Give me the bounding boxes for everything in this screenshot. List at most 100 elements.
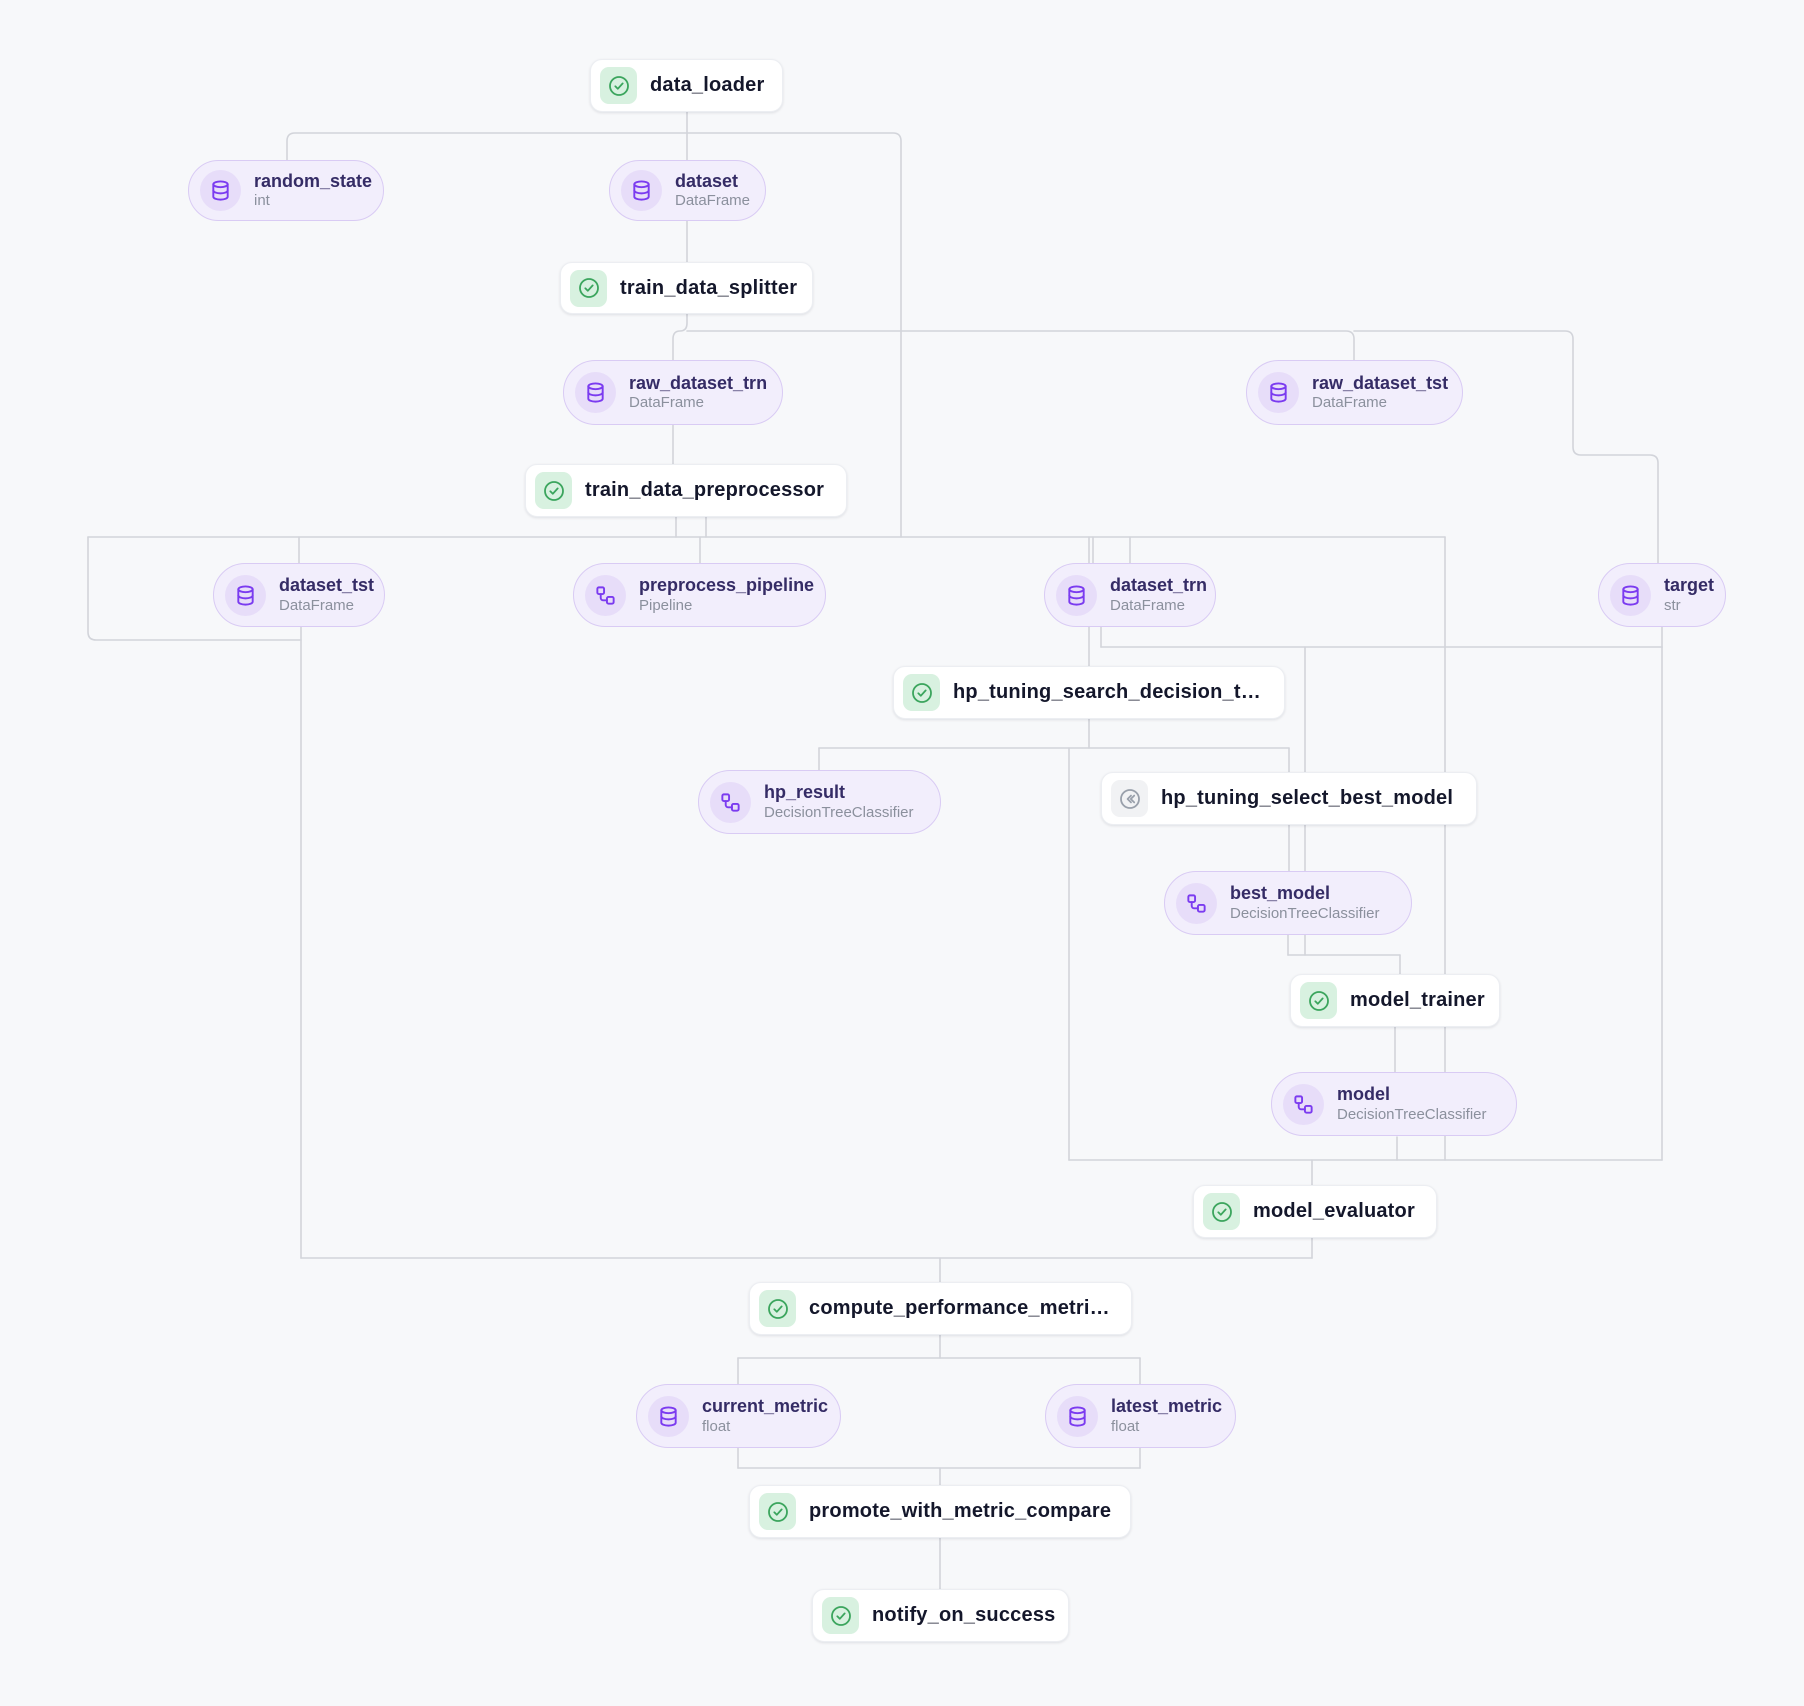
artifact-type: DataFrame	[675, 192, 751, 210]
task-label: notify_on_success	[872, 1604, 1056, 1626]
artifact-name: dataset_trn	[1110, 575, 1208, 596]
task-node-notify_on_success[interactable]: notify_on_success	[812, 1589, 1069, 1642]
database-icon	[621, 170, 662, 211]
artifact-name: random_state	[254, 170, 373, 191]
task-label: model_evaluator	[1253, 1200, 1415, 1222]
task-node-train_data_splitter[interactable]: train_data_splitter	[560, 262, 813, 314]
task-label: hp_tuning_select_best_model	[1161, 787, 1454, 809]
artifact-type: str	[1664, 596, 1681, 614]
artifact-type: float	[702, 1417, 731, 1435]
task-node-hp_tuning_select_best_model[interactable]: hp_tuning_select_best_model	[1101, 772, 1477, 825]
dag-edge-e15	[87, 536, 302, 641]
dag-edge-e2	[286, 132, 902, 538]
task-label: compute_performance_metri…	[809, 1297, 1110, 1319]
database-icon	[200, 170, 241, 211]
check-circle-icon	[903, 674, 940, 711]
artifact-type: DecisionTreeClassifier	[1337, 1105, 1487, 1123]
artifact-name: dataset_tst	[279, 575, 375, 596]
task-node-model_evaluator[interactable]: model_evaluator	[1193, 1185, 1437, 1238]
artifact-name: model	[1337, 1084, 1391, 1105]
check-circle-icon	[600, 67, 637, 104]
database-icon	[1056, 574, 1097, 616]
artifact-name: best_model	[1230, 883, 1331, 904]
task-node-compute_performance_metri[interactable]: compute_performance_metri…	[749, 1282, 1132, 1335]
database-icon	[1610, 574, 1651, 616]
artifact-type: int	[254, 192, 270, 210]
task-node-hp_tuning_search_decision_t[interactable]: hp_tuning_search_decision_t…	[893, 666, 1285, 719]
database-icon	[225, 574, 266, 616]
artifact-type: DecisionTreeClassifier	[1230, 904, 1380, 922]
dag-edge-e5	[686, 330, 1355, 361]
task-label: train_data_preprocessor	[585, 479, 825, 501]
check-circle-icon	[535, 472, 572, 509]
database-icon	[648, 1395, 689, 1437]
artifact-name: target	[1664, 575, 1715, 596]
double-chevron-left-icon	[1111, 780, 1148, 817]
dag-edge-e6	[1353, 330, 1659, 564]
database-icon	[1258, 372, 1299, 413]
check-circle-icon	[570, 269, 607, 307]
artifact-type: float	[1111, 1417, 1140, 1435]
artifact-type: DecisionTreeClassifier	[764, 803, 914, 821]
artifact-name: raw_dataset_tst	[1312, 372, 1449, 393]
artifact-name: raw_dataset_trn	[629, 372, 768, 393]
check-circle-icon	[1203, 1193, 1240, 1230]
check-circle-icon	[822, 1597, 859, 1634]
artifact-type: DataFrame	[1110, 596, 1186, 614]
artifact-name: dataset	[675, 170, 739, 191]
artifact-type: DataFrame	[279, 596, 355, 614]
check-circle-icon	[1300, 982, 1337, 1019]
workflow-icon	[1176, 882, 1217, 924]
artifact-type: DataFrame	[629, 394, 705, 412]
workflow-icon	[585, 574, 626, 616]
check-circle-icon	[759, 1493, 796, 1530]
task-node-train_data_preprocessor[interactable]: train_data_preprocessor	[525, 464, 847, 517]
workflow-icon	[1283, 1083, 1324, 1125]
artifact-type: Pipeline	[639, 596, 693, 614]
artifact-name: current_metric	[702, 1396, 829, 1417]
task-label: hp_tuning_search_decision_t…	[953, 681, 1261, 703]
task-label: train_data_splitter	[620, 276, 798, 299]
database-icon	[575, 372, 616, 413]
artifact-name: latest_metric	[1111, 1396, 1223, 1417]
artifact-type: DataFrame	[1312, 394, 1388, 412]
artifact-name: hp_result	[764, 782, 846, 803]
database-icon	[1057, 1395, 1098, 1437]
task-label: data_loader	[650, 74, 765, 96]
artifact-name: preprocess_pipeline	[639, 575, 815, 596]
workflow-icon	[710, 781, 751, 823]
task-node-data_loader[interactable]: data_loader	[590, 59, 783, 112]
task-node-promote_with_metric_compare[interactable]: promote_with_metric_compare	[749, 1485, 1131, 1538]
task-node-model_trainer[interactable]: model_trainer	[1290, 974, 1500, 1027]
task-label: promote_with_metric_compare	[809, 1500, 1112, 1522]
task-label: model_trainer	[1350, 989, 1485, 1011]
